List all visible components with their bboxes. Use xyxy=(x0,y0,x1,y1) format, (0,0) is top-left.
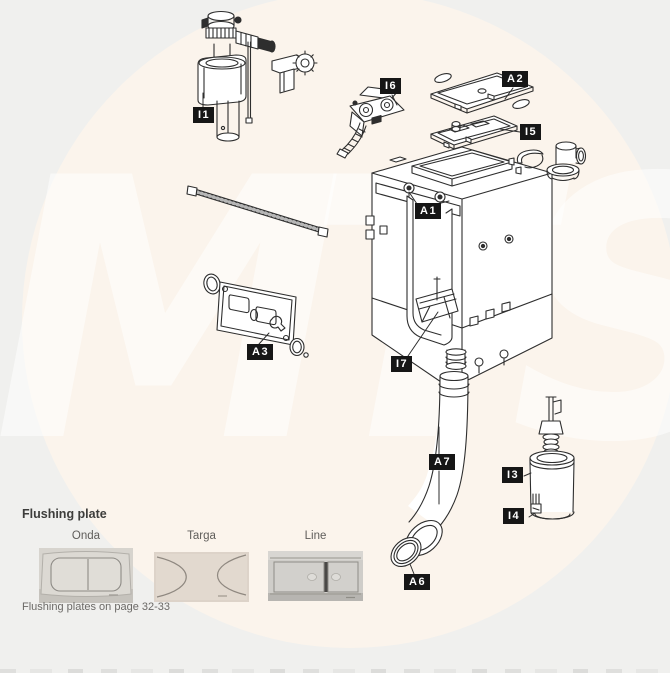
plate-model-targa-label: Targa xyxy=(187,530,216,542)
flush-valve-drawing xyxy=(529,396,575,520)
onda-plate-image xyxy=(39,548,133,608)
part-tag-i1: I1 xyxy=(193,107,215,123)
page-edge-noise xyxy=(0,669,670,673)
seal-ring-drawing xyxy=(390,536,422,568)
plate-model-onda-label: Onda xyxy=(71,530,101,542)
pipe-clamp-drawing xyxy=(508,149,544,175)
part-tag-i5: I5 xyxy=(520,124,542,140)
part-tag-i4: I4 xyxy=(503,508,525,524)
mounting-plate-drawing xyxy=(203,273,309,358)
supply-hose-drawing xyxy=(186,185,329,238)
plate-model-line-label: Line xyxy=(304,530,327,542)
part-tag-a6: A6 xyxy=(404,574,431,590)
part-tag-a1: A1 xyxy=(415,203,442,219)
part-tag-a7: A7 xyxy=(429,454,456,470)
part-tag-i7: I7 xyxy=(391,356,413,372)
leader-lines xyxy=(202,87,536,575)
flushing-plate-heading: Flushing plate xyxy=(22,507,107,521)
part-tag-i3: I3 xyxy=(502,467,524,483)
fill-valve-drawing xyxy=(197,10,276,142)
cistern-tank-drawing xyxy=(365,146,553,383)
flush-actuator-drawing xyxy=(336,86,405,159)
targa-plate-image xyxy=(154,552,249,607)
part-tag-a2: A2 xyxy=(502,71,529,87)
flushing-plate-footnote: Flushing plates on page 32-33 xyxy=(22,601,170,613)
mounting-frame-drawing xyxy=(430,115,518,150)
line-plate-image xyxy=(268,551,363,606)
background-halo xyxy=(22,0,670,648)
elbow-fitting-drawing xyxy=(546,141,587,182)
valve-bracket-drawing xyxy=(271,50,318,94)
part-tag-a3: A3 xyxy=(247,344,274,360)
part-tag-i6: I6 xyxy=(380,78,402,94)
